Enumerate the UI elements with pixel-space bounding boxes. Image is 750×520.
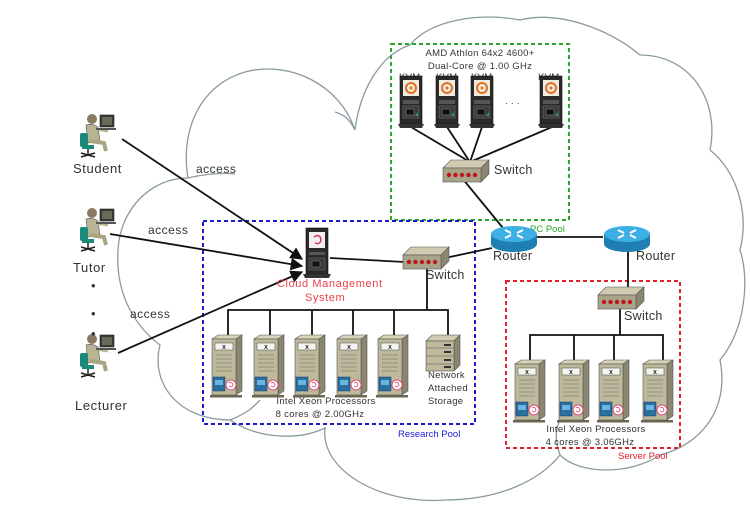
network-links: [227, 126, 664, 360]
lecturer-label: Lecturer: [75, 398, 128, 413]
research-pool-spec-line2: 8 cores @ 2.00GHz: [276, 409, 365, 420]
pc-pool-spec-line1: AMD Athlon 64x2 4600+: [425, 48, 534, 59]
server-pool-boundary: [505, 280, 681, 449]
lecturer-access-arrow: [117, 270, 304, 354]
kvm-node: KVM: [433, 72, 461, 129]
lecturer-access-label: access: [130, 307, 170, 321]
kvm-node: KVM: [468, 72, 496, 129]
nas-label-line3: Storage: [428, 396, 463, 407]
student-label: Student: [73, 161, 122, 176]
server-pool-server-icon: [556, 359, 590, 423]
research-pool-boundary: [202, 220, 476, 425]
research-pool-label: Research Pool: [398, 429, 460, 440]
pc-pool-label: PC Pool: [530, 224, 565, 235]
server-pool-spec-line2: 4 cores @ 3.06GHz: [546, 437, 635, 448]
cloud-management-server-icon: [303, 227, 331, 278]
ellipsis-dot: •: [91, 278, 96, 293]
tutor-icon: [78, 206, 118, 253]
cms-label-line2: System: [305, 292, 345, 304]
research-server-icon: [334, 334, 368, 398]
student-access-arrow: [121, 138, 304, 260]
router-label-1: Router: [493, 249, 532, 263]
server-pool-spec-line1: Intel Xeon Processors: [546, 424, 645, 435]
server-pool-server-icon: [640, 359, 674, 423]
student-access-label: access: [196, 162, 236, 176]
server-pool-label: Server Pool: [618, 451, 668, 462]
ellipsis-dot: •: [91, 306, 96, 321]
research-pool-switch-icon: [402, 246, 450, 270]
cloud-outline: [117, 16, 746, 502]
server-pool-server-icon: [596, 359, 630, 423]
research-server-icon: [251, 334, 285, 398]
pc-pool-boundary: [390, 43, 570, 221]
access-arrows: [109, 138, 304, 354]
nas-label-line1: Network: [428, 370, 465, 381]
server-pool-switch-icon: [597, 286, 645, 310]
server-pool-server-icon: [512, 359, 546, 423]
pc-pool-switch-icon: [442, 159, 490, 183]
research-pool-spec-line1: Intel Xeon Processors: [276, 396, 375, 407]
nas-storage-icon: [425, 334, 461, 372]
pc-pool-spec-line2: Dual-Core @ 1.00 GHz: [428, 61, 532, 72]
research-pool-switch-label: Switch: [426, 268, 465, 282]
kvm-ellipsis: . . .: [505, 96, 520, 107]
kvm-node: KVM: [397, 72, 425, 129]
router-label-2: Router: [636, 249, 675, 263]
research-server-icon: [292, 334, 326, 398]
ellipsis-dot: •: [91, 326, 96, 341]
lecturer-icon: [78, 332, 118, 379]
server-pool-switch-label: Switch: [624, 309, 663, 323]
research-server-icon: [375, 334, 409, 398]
student-icon: [78, 112, 118, 159]
research-server-icon: [209, 334, 243, 398]
cms-label-line1: Cloud Management: [277, 278, 383, 290]
kvm-node: KVM: [537, 72, 565, 129]
tutor-access-label: access: [148, 223, 188, 237]
tutor-access-arrow: [109, 233, 304, 271]
tutor-label: Tutor: [73, 260, 106, 275]
pc-pool-switch-label: Switch: [494, 163, 533, 177]
nas-label-line2: Attached: [428, 383, 468, 394]
